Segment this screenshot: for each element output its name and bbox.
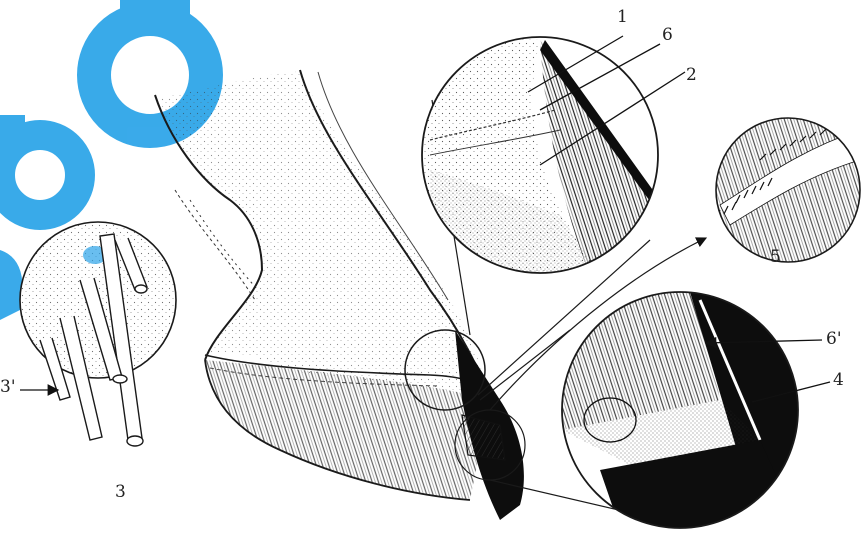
magnified-view-top — [420, 35, 660, 275]
magnified-view-right — [716, 118, 860, 262]
magnified-view-left — [20, 222, 176, 446]
label-3: 3 — [115, 482, 126, 502]
label-6: 6 — [662, 25, 673, 45]
label-1: 1 — [617, 7, 628, 27]
label-5: 5 — [770, 247, 781, 267]
label-3-prime: 3' — [0, 377, 16, 397]
label-4: 4 — [833, 370, 844, 390]
label-6-prime: 6' — [826, 329, 842, 349]
magnified-view-bottom-right — [562, 292, 800, 528]
label-2: 2 — [686, 65, 697, 85]
